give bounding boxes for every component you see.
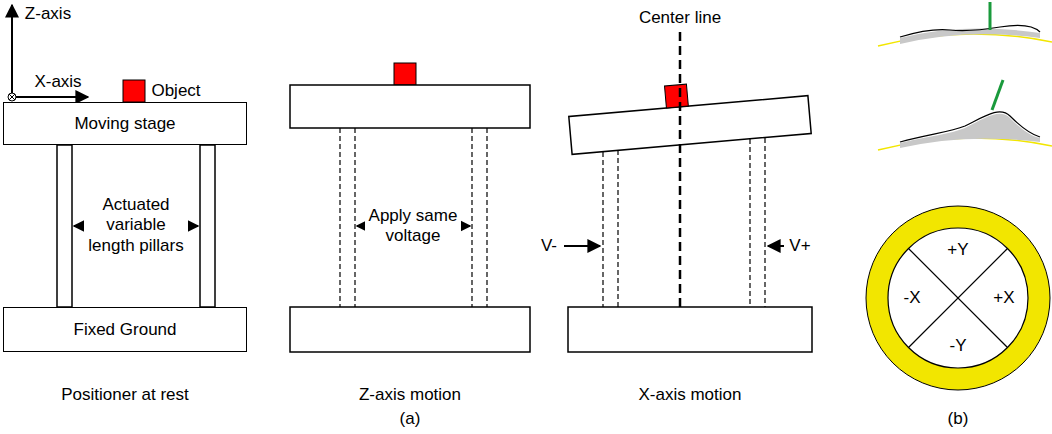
moving-stage-box: Moving stage xyxy=(3,102,247,145)
quadrant-label: -Y xyxy=(950,336,967,356)
quadrant-label: +X xyxy=(993,288,1014,308)
box-text: Moving stage xyxy=(74,114,175,134)
positioner-x xyxy=(564,32,812,352)
positioner-z xyxy=(290,63,530,352)
axis-label: Z-axis xyxy=(25,4,71,24)
sensor-sketch xyxy=(866,2,1052,390)
panel-caption: Z-axis motion xyxy=(359,385,461,405)
voltage-label: Apply same voltage xyxy=(365,206,461,247)
object-label: Object xyxy=(151,81,200,101)
axis-label: X-axis xyxy=(34,72,81,92)
panel-caption: Positioner at rest xyxy=(61,385,189,405)
box-text: Fixed Ground xyxy=(74,320,177,340)
pillar-label: Actuated variable length pillars xyxy=(84,195,188,256)
quadrant-label: +Y xyxy=(947,240,968,260)
signal-label: V+ xyxy=(789,236,810,256)
centerline-label: Center line xyxy=(637,8,723,28)
panel-letter: (b) xyxy=(948,409,969,429)
panel-letter: (a) xyxy=(400,409,421,429)
panel-caption: X-axis motion xyxy=(639,385,742,405)
fixed-ground-box: Fixed Ground xyxy=(3,307,247,352)
quadrant-label: -X xyxy=(904,288,921,308)
signal-label: V- xyxy=(541,236,557,256)
